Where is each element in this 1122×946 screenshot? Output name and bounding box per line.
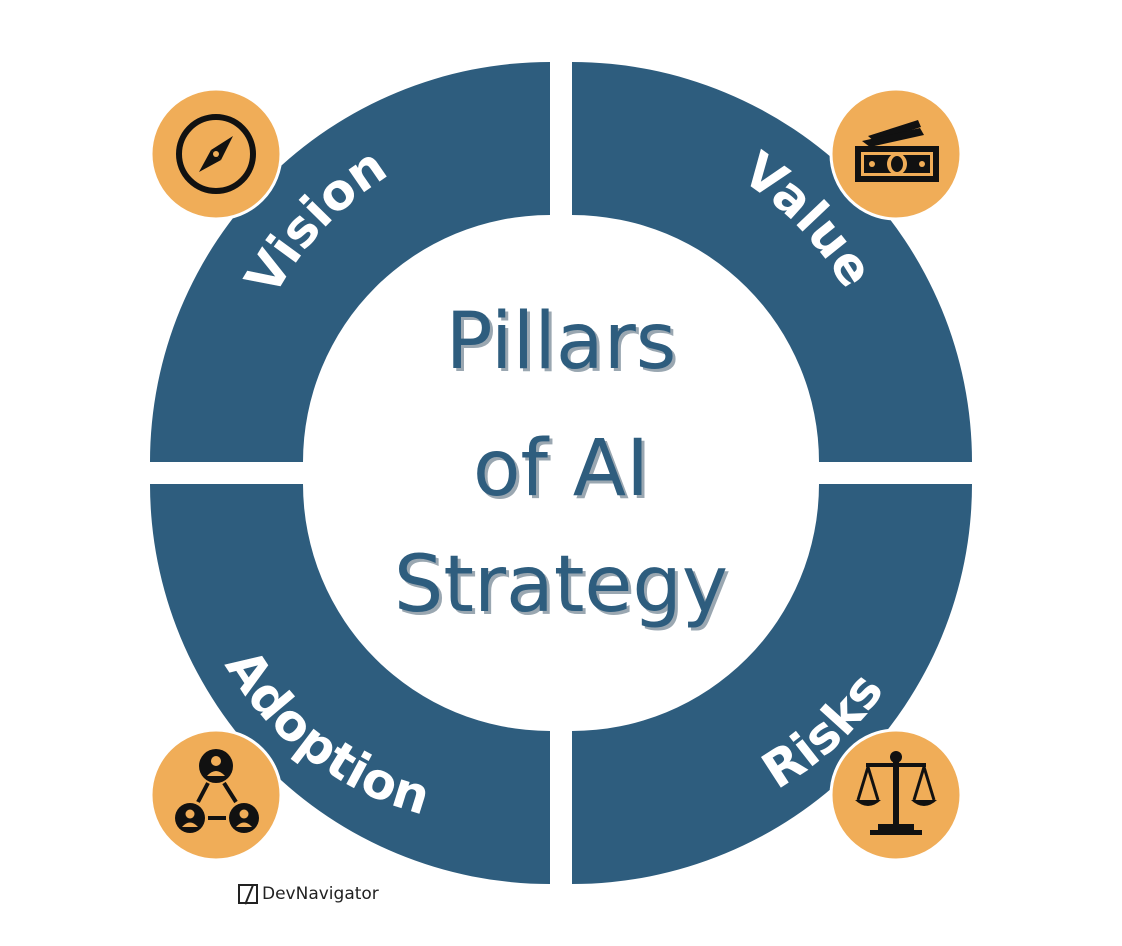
balance-scale-icon	[855, 751, 937, 835]
title-line-3-shadow: Strategy	[397, 543, 731, 633]
pillar-segment-adoption	[150, 484, 550, 884]
title-line-1-shadow: Pillars	[449, 300, 680, 390]
people-network-icon	[175, 749, 259, 833]
value-badge	[829, 87, 963, 221]
center-title: Pillars of AI Strategy Pillars of AI Str…	[394, 297, 731, 633]
vision-badge	[149, 87, 283, 221]
title-line-2: of AI	[473, 424, 649, 514]
pillar-segment-risks	[572, 484, 972, 884]
brand-name: DevNavigator	[262, 884, 379, 904]
title-line-1: Pillars	[446, 297, 677, 387]
money-bill-icon	[855, 120, 939, 182]
brand-watermark: DevNavigator	[238, 884, 379, 904]
compass-icon	[176, 114, 256, 194]
pillar-segment-value	[572, 62, 972, 462]
pillar-segment-vision	[150, 62, 550, 462]
adoption-badge	[149, 728, 283, 862]
title-line-3: Strategy	[394, 540, 728, 630]
brand-logo-icon	[238, 884, 258, 904]
title-line-2-shadow: of AI	[476, 427, 652, 517]
risks-badge	[829, 728, 963, 862]
